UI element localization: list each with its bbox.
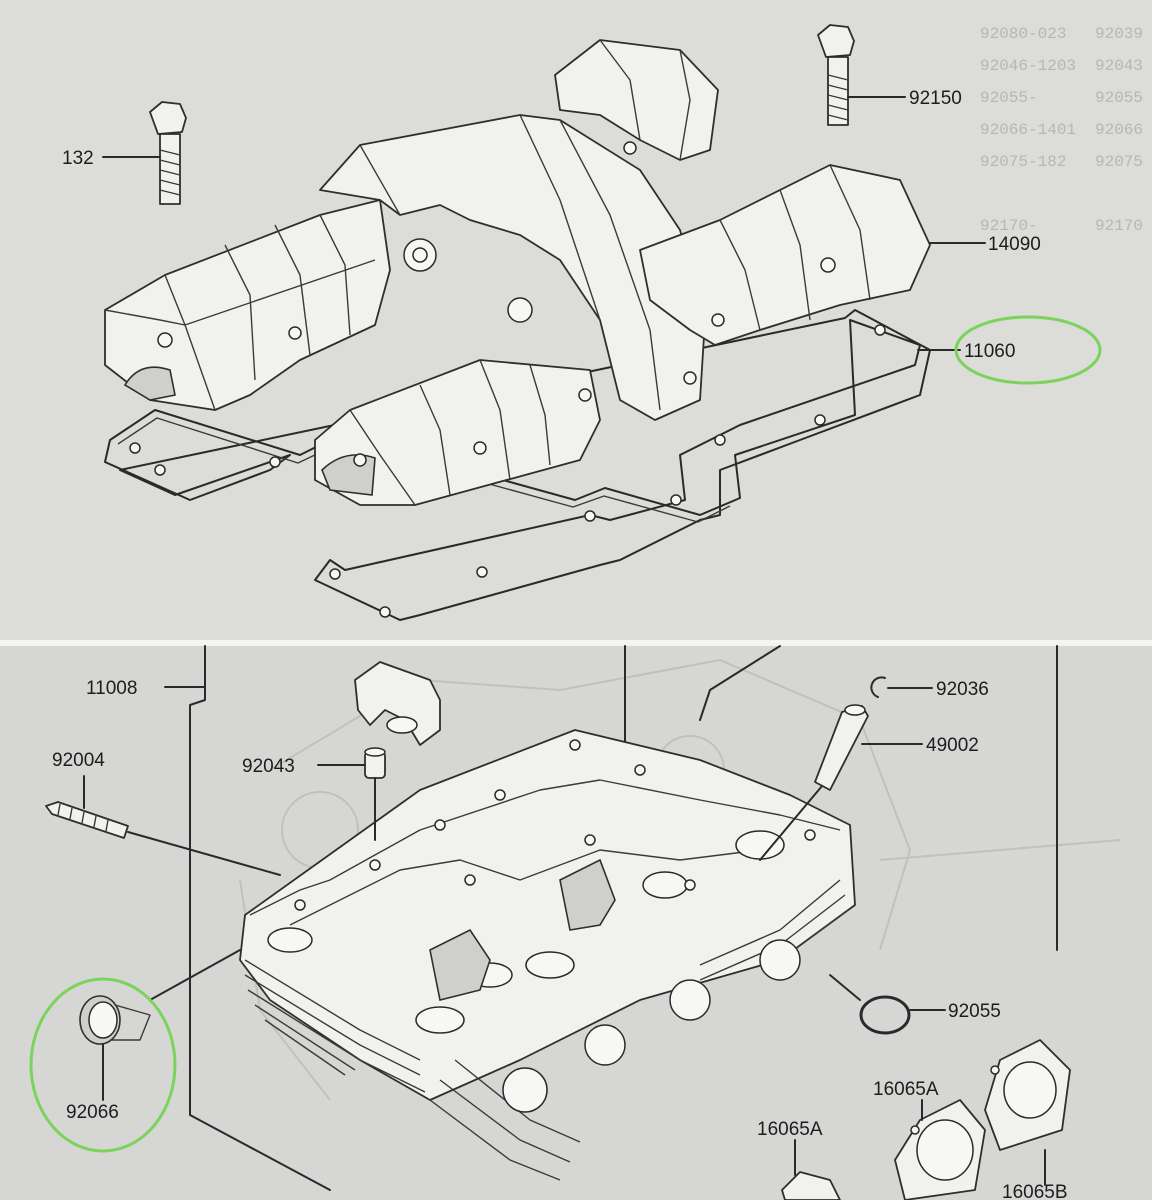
bg-ref-3: 92055 (1095, 89, 1143, 107)
bolt-92150 (817, 24, 855, 126)
background-parts-table: 92039 92080-023 92043 92046-1203 92055 9… (980, 25, 1143, 235)
bg-ref-2: 92043 (1095, 57, 1143, 75)
label-92066: 92066 (66, 1102, 119, 1123)
label-92036: 92036 (936, 679, 989, 700)
camshaft-cap (354, 661, 441, 746)
bg-ref-6: 92170 (1095, 217, 1143, 235)
carburetor-holder-a (894, 1099, 986, 1200)
label-92043: 92043 (242, 756, 295, 777)
bg-num-1: 92080-023 (980, 25, 1066, 43)
label-92004: 92004 (52, 750, 105, 771)
leader-guide-to-head (759, 785, 823, 861)
bg-num-6: 92170- (980, 217, 1038, 235)
cover-left-section (104, 199, 391, 411)
cover-top-lobe (554, 39, 719, 161)
carburetor-holder-a-lower (781, 1171, 841, 1200)
label-16065a-lower: 16065A (757, 1119, 823, 1140)
frame-line-left (189, 645, 331, 1191)
panel-divider (0, 640, 1152, 646)
bg-ref-4: 92066 (1095, 121, 1143, 139)
label-92055: 92055 (948, 1001, 1001, 1022)
label-92150: 92150 (909, 88, 962, 109)
leader-stud-to-head (127, 831, 281, 876)
bg-num-5: 92075-182 (980, 153, 1066, 171)
highlight-circle-92066 (29, 977, 177, 1153)
leader-plug-to-head (149, 949, 241, 1001)
dowel-pin (364, 747, 386, 779)
o-ring (859, 995, 911, 1035)
cam-end-plug (79, 995, 151, 1045)
label-11008: 11008 (86, 678, 137, 699)
label-16065a-upper: 16065A (873, 1079, 939, 1100)
label-11060: 11060 (964, 341, 1015, 362)
bg-ref-5: 92075 (1095, 153, 1143, 171)
bg-num-4: 92066-1401 (980, 121, 1076, 139)
cover-rear-bank (639, 164, 931, 346)
label-16065b: 16065B (1002, 1182, 1068, 1200)
bg-num-3: 92055- (980, 89, 1038, 107)
label-49002: 49002 (926, 735, 979, 756)
leader-oring-to-head (829, 974, 861, 1001)
bg-ref-1: 92039 (1095, 25, 1143, 43)
cover-front-bank (314, 359, 601, 506)
circlip (870, 676, 886, 698)
cylinder-head (239, 729, 856, 1181)
highlight-circle-11060 (954, 315, 1102, 385)
bolt-132 (149, 101, 187, 205)
valve-guide (814, 704, 869, 791)
carburetor-holder-b (984, 1039, 1071, 1151)
stud-bolt (45, 801, 129, 839)
cover-center-plenum (319, 114, 706, 421)
bg-num-2: 92046-1203 (980, 57, 1076, 75)
label-132: 132 (62, 148, 94, 169)
label-14090: 14090 (988, 234, 1041, 255)
frame-line-inner (699, 645, 781, 721)
